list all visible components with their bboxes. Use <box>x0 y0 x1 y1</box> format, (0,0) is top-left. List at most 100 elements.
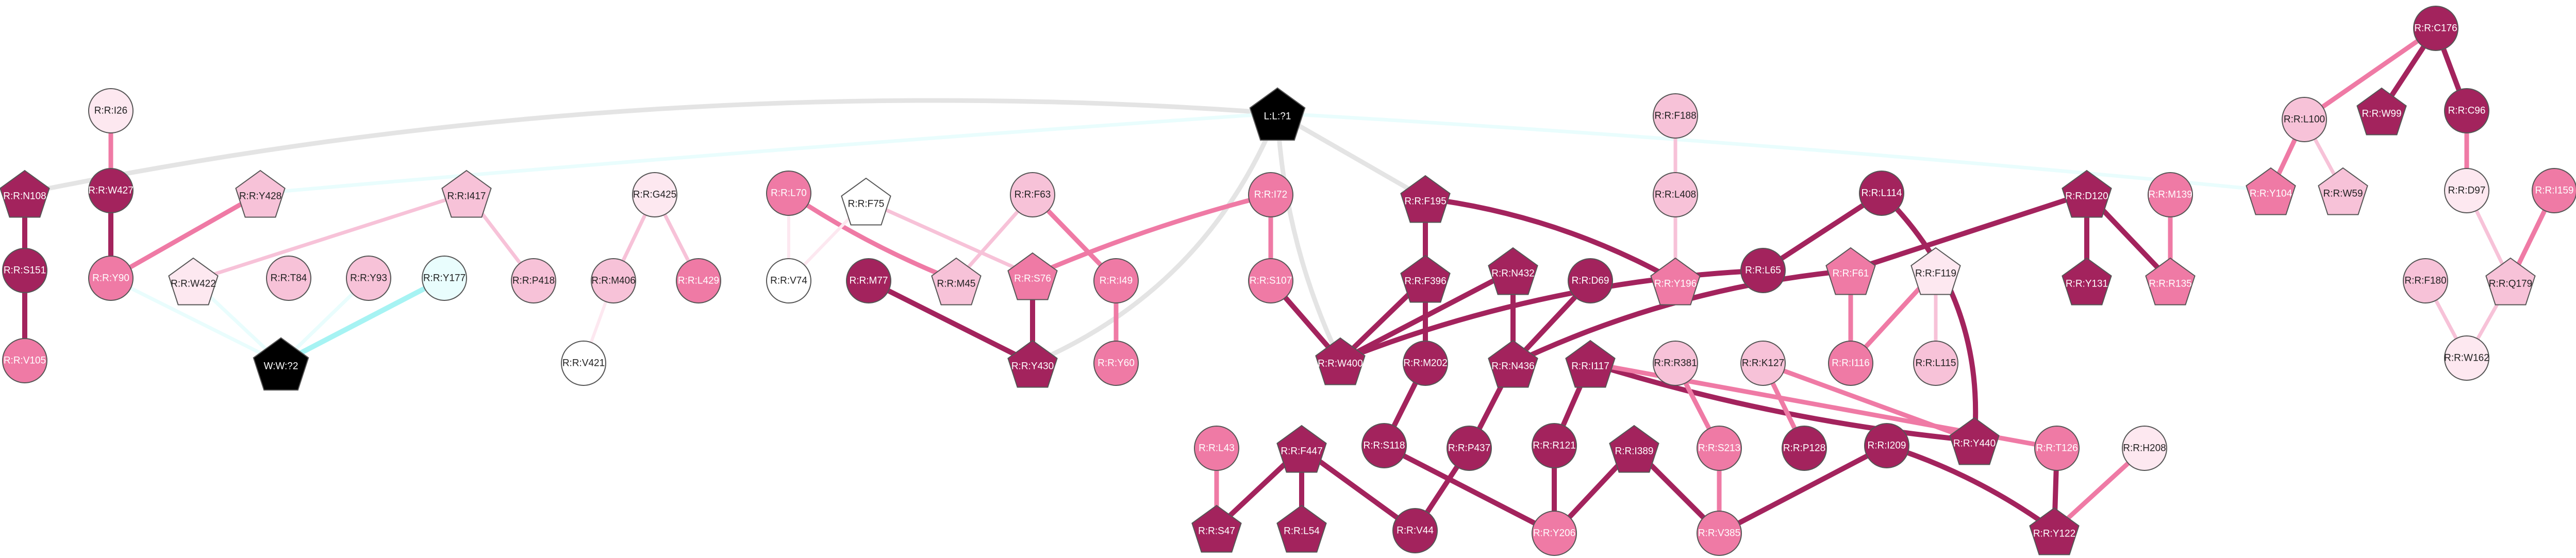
node-l71[interactable]: L:L:?1 <box>1249 87 1306 141</box>
node-m202[interactable]: R:R:M202 <box>1403 341 1448 386</box>
node-s118[interactable]: R:R:S118 <box>1361 423 1407 468</box>
node-w422[interactable]: R:R:W422 <box>168 257 219 306</box>
node-l115[interactable]: R:R:L115 <box>1913 341 1958 386</box>
edge-i209-v385 <box>1717 443 1889 536</box>
node-s213[interactable]: R:R:S213 <box>1697 426 1742 471</box>
node-label: R:R:W99 <box>2362 109 2401 120</box>
node-i72[interactable]: R:R:I72 <box>1248 172 1293 217</box>
node-circle <box>766 258 811 303</box>
node-f188[interactable]: R:R:F188 <box>1653 93 1698 139</box>
node-p128[interactable]: R:R:P128 <box>1782 426 1827 471</box>
node-f61[interactable]: R:R:F61 <box>1825 247 1876 295</box>
node-circle <box>1532 423 1577 468</box>
node-k127[interactable]: R:R:K127 <box>1740 341 1786 386</box>
node-y90[interactable]: R:R:Y90 <box>88 256 134 301</box>
node-w400[interactable]: R:R:W400 <box>1315 337 1366 385</box>
node-y428[interactable]: R:R:Y428 <box>235 170 286 218</box>
node-p437[interactable]: R:R:P437 <box>1447 426 1492 471</box>
node-pentagon <box>841 177 891 226</box>
node-y206[interactable]: R:R:Y206 <box>1532 511 1577 556</box>
node-n432[interactable]: R:R:N432 <box>1488 247 1538 295</box>
node-i49[interactable]: R:R:I49 <box>1093 258 1139 303</box>
node-r121[interactable]: R:R:R121 <box>1532 423 1577 468</box>
node-q179[interactable]: R:R:Q179 <box>2485 257 2536 306</box>
node-t84[interactable]: R:R:T84 <box>266 256 311 301</box>
node-l408[interactable]: R:R:L408 <box>1653 172 1698 217</box>
node-r381[interactable]: R:R:R381 <box>1653 341 1698 386</box>
node-l429[interactable]: R:R:L429 <box>676 258 721 303</box>
node-v44[interactable]: R:R:V44 <box>1392 508 1438 553</box>
edge-f195-y196 <box>1423 196 1678 283</box>
node-v421[interactable]: R:R:V421 <box>561 341 606 386</box>
node-label: R:R:F180 <box>2404 276 2446 286</box>
node-label: R:R:M77 <box>850 276 888 286</box>
node-i209[interactable]: R:R:I209 <box>1864 423 1909 468</box>
node-y93[interactable]: R:R:Y93 <box>346 256 391 301</box>
node-s107[interactable]: R:R:S107 <box>1248 258 1293 303</box>
node-w162[interactable]: R:R:W162 <box>2444 335 2489 381</box>
node-n108[interactable]: R:R:N108 <box>0 170 50 218</box>
node-s76[interactable]: R:R:S76 <box>1007 252 1058 300</box>
node-y177[interactable]: R:R:Y177 <box>422 256 467 301</box>
node-d120[interactable]: R:R:D120 <box>2062 170 2112 218</box>
node-m406[interactable]: R:R:M406 <box>591 258 636 303</box>
node-v105[interactable]: R:R:V105 <box>2 338 47 383</box>
node-pentagon <box>1276 504 1327 553</box>
node-y131[interactable]: R:R:Y131 <box>2062 257 2112 306</box>
node-d69[interactable]: R:R:D69 <box>1568 258 1613 303</box>
node-pentagon <box>1949 417 2000 465</box>
node-d97[interactable]: R:R:D97 <box>2444 168 2489 213</box>
node-f63[interactable]: R:R:F63 <box>1010 172 1055 217</box>
node-i26[interactable]: R:R:I26 <box>88 88 134 133</box>
node-m77[interactable]: R:R:M77 <box>846 258 891 303</box>
edge-l65-w400 <box>1338 268 1766 363</box>
node-i116[interactable]: R:R:I116 <box>1828 341 1873 386</box>
node-p418[interactable]: R:R:P418 <box>511 258 556 303</box>
node-l54[interactable]: R:R:L54 <box>1276 504 1327 553</box>
edge-l71-n108 <box>22 98 1280 196</box>
node-w59[interactable]: R:R:W59 <box>2318 167 2368 215</box>
node-y430[interactable]: R:R:Y430 <box>1007 340 1058 388</box>
node-w99[interactable]: R:R:W99 <box>2356 87 2407 136</box>
node-l65[interactable]: R:R:L65 <box>1740 248 1786 293</box>
node-circle <box>2122 426 2167 471</box>
node-y60[interactable]: R:R:Y60 <box>1093 341 1139 386</box>
node-v74[interactable]: R:R:V74 <box>766 258 811 303</box>
node-i117[interactable]: R:R:I117 <box>1565 340 1616 388</box>
node-c176[interactable]: R:R:C176 <box>2413 6 2458 51</box>
node-s151[interactable]: R:R:S151 <box>2 248 47 293</box>
node-s47[interactable]: R:R:S47 <box>1191 504 1242 553</box>
node-f195[interactable]: R:R:F195 <box>1400 175 1451 223</box>
node-n436[interactable]: R:R:N436 <box>1488 340 1538 388</box>
node-w427[interactable]: R:R:W427 <box>88 168 134 213</box>
node-label: R:R:M406 <box>591 276 636 286</box>
node-c96[interactable]: R:R:C96 <box>2444 88 2489 133</box>
node-f75[interactable]: R:R:F75 <box>841 177 891 226</box>
node-label: R:R:G425 <box>633 190 676 200</box>
node-m139[interactable]: R:R:M139 <box>2148 172 2193 217</box>
node-t126[interactable]: R:R:T126 <box>2034 426 2080 471</box>
node-i389[interactable]: R:R:I389 <box>1609 425 1659 473</box>
node-g425[interactable]: R:R:G425 <box>632 172 677 217</box>
node-i159[interactable]: R:R:I159 <box>2532 168 2576 213</box>
node-f180[interactable]: R:R:F180 <box>2403 258 2448 303</box>
node-l114[interactable]: R:R:L114 <box>1859 171 1904 216</box>
node-l43[interactable]: R:R:L43 <box>1194 426 1239 471</box>
node-pentagon <box>1650 257 1701 306</box>
node-w72[interactable]: W:W:?2 <box>253 337 309 391</box>
node-l70[interactable]: R:R:L70 <box>766 171 811 216</box>
node-f396[interactable]: R:R:F396 <box>1400 255 1451 303</box>
node-r135[interactable]: R:R:R135 <box>2145 257 2196 306</box>
node-pentagon <box>1276 425 1327 473</box>
node-y440[interactable]: R:R:Y440 <box>1949 417 2000 465</box>
node-f447[interactable]: R:R:F447 <box>1276 425 1327 473</box>
node-h208[interactable]: R:R:H208 <box>2122 426 2167 471</box>
node-i417[interactable]: R:R:I417 <box>441 170 492 218</box>
node-v385[interactable]: R:R:V385 <box>1697 511 1742 556</box>
node-y104[interactable]: R:R:Y104 <box>2246 167 2296 215</box>
node-f119[interactable]: R:R:F119 <box>1910 247 1961 295</box>
node-l100[interactable]: R:R:L100 <box>2282 97 2327 142</box>
node-y122[interactable]: R:R:Y122 <box>2029 507 2080 555</box>
node-m45[interactable]: R:R:M45 <box>931 257 982 306</box>
node-y196[interactable]: R:R:Y196 <box>1650 257 1701 306</box>
